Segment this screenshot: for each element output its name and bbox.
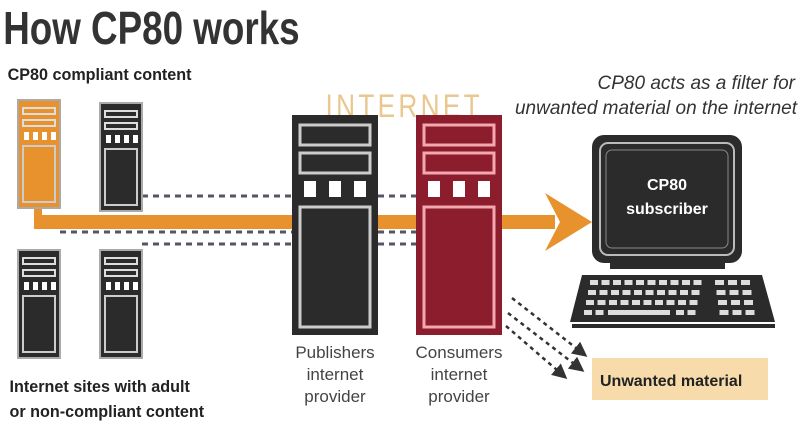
unwanted-material-box [592,358,768,400]
keyboard-key [732,310,742,315]
keyboard-key [729,290,739,295]
filter-note-line2: unwanted material on the internet [515,98,798,119]
keyboard-key [632,300,640,305]
keyboard-key [634,290,642,295]
keyboard-key [624,280,633,285]
keyboard-key [678,300,686,305]
keyboard-key [676,310,684,315]
compliant-label: CP80 compliant content [8,65,192,84]
keyboard-key [597,300,606,305]
unwanted-label: Unwanted material [600,373,742,390]
filter-note-line1: CP80 acts as a filter for [598,73,796,94]
keyboard-key [716,290,726,295]
consumers-label-line3: provider [428,387,490,406]
unwanted-material-arrows [505,297,588,379]
keyboard-key [609,300,617,305]
keyboard-key [719,310,729,315]
subscriber-label-line2: subscriber [626,201,708,218]
keyboard-key [744,300,753,305]
subscriber-computer-icon: CP80 subscriber [570,135,775,328]
keyboard-key [715,280,724,285]
keyboard-key [682,280,690,285]
keyboard-key [657,290,665,295]
keyboard-key [742,290,752,295]
keyboard-key [745,310,755,315]
keyboard-key [622,290,631,295]
publishers-server-icon [292,115,378,335]
keyboard-key [620,300,629,305]
keyboard-key [645,290,654,295]
publishers-label-line1: Publishers [295,343,374,362]
keyboard-key [693,280,702,285]
publishers-label-line2: internet [307,365,364,384]
keyboard-key [599,290,608,295]
keyboard-key [666,300,675,305]
keyboard-key [687,310,696,315]
subscriber-label-line1: CP80 [647,177,687,194]
keyboard-key [668,290,677,295]
noncompliant-server-icon [99,249,143,359]
keyboard-key [595,310,604,315]
keyboard-key [643,300,652,305]
keyboard-key [731,300,740,305]
keyboard-key [689,300,698,305]
keyboard-key [611,290,619,295]
keyboard-key [584,310,592,315]
publishers-label-line3: provider [304,387,366,406]
keyboard-key [741,280,750,285]
keyboard-key [613,280,621,285]
keyboard-key [659,280,667,285]
compliant-server-icon [17,99,61,209]
noncompliant-traffic-lines [60,194,418,246]
keyboard-key [636,280,644,285]
keyboard-key [680,290,688,295]
keyboard-key [728,280,737,285]
keyboard-key [601,280,610,285]
server-icon [99,102,143,212]
keyboard-key [586,300,594,305]
keyboard-key [718,300,727,305]
consumers-server-icon [416,115,502,335]
noncompliant-label-line1: Internet sites with adult [10,377,191,396]
keyboard-key [588,290,596,295]
noncompliant-server-icon [17,249,61,359]
keyboard-key [590,280,598,285]
consumers-label-line1: Consumers [416,343,503,362]
keyboard-key [670,280,679,285]
keyboard-key [647,280,656,285]
keyboard-spacebar [608,310,670,315]
keyboard-key [691,290,700,295]
noncompliant-label-line2: or non-compliant content [10,402,205,421]
page-title: How CP80 works [3,2,299,54]
keyboard-key [655,300,663,305]
consumers-label-line2: internet [431,365,488,384]
